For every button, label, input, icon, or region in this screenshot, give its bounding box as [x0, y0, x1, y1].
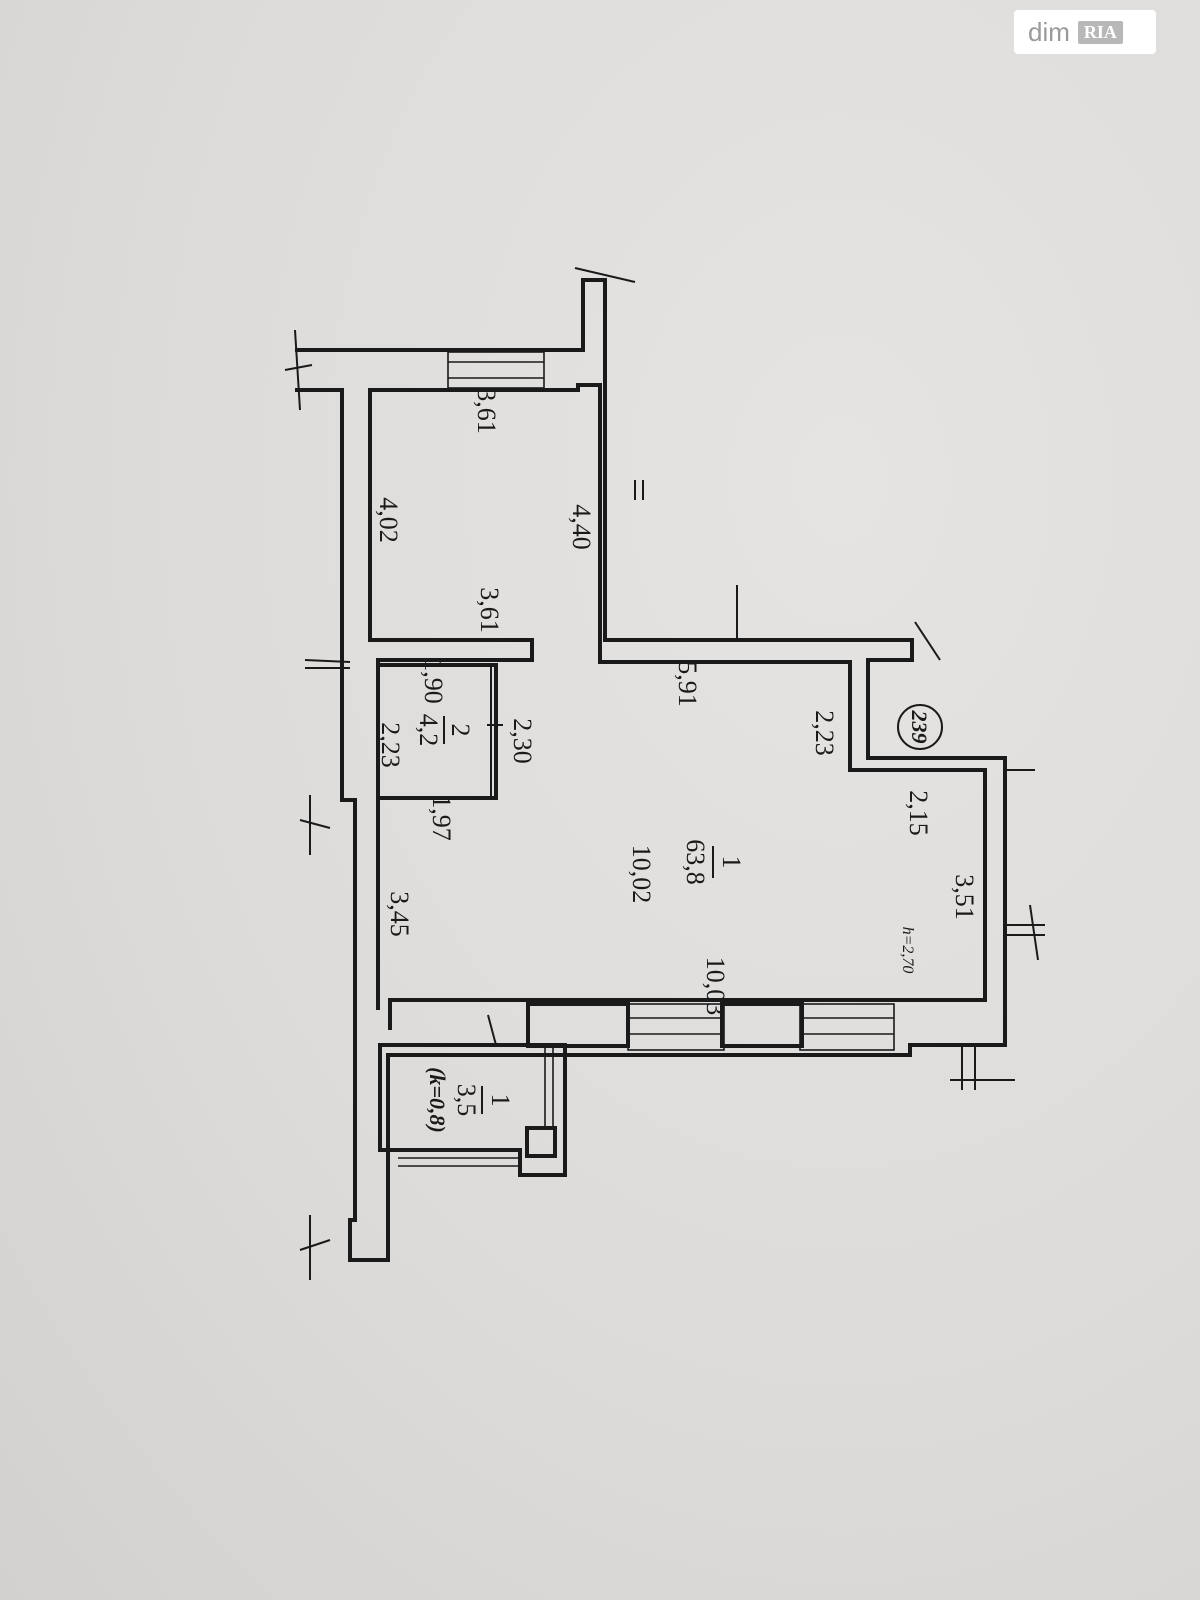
reference-circle	[897, 704, 943, 750]
room-2-label: 2 4,2	[414, 714, 475, 747]
dim-notch-height: 2,23	[810, 710, 839, 756]
dim-main-bottom-width: 10,03	[701, 957, 730, 1016]
watermark-brand-suffix: RIA	[1077, 20, 1123, 44]
dim-main-left-height: 3,45	[385, 891, 414, 937]
balcony-label: 1 3,5 (k=0,8)	[425, 1067, 515, 1133]
balcony-area: 3,5	[452, 1084, 481, 1117]
room-1-number: 1	[717, 856, 746, 869]
balcony-coefficient: (k=0,8)	[425, 1067, 450, 1133]
room-2-number: 2	[446, 724, 475, 737]
dim-main-top-width: 5,91	[673, 661, 702, 707]
dim-notch-width: 2,15	[904, 790, 933, 836]
dim-small-room-top: 1,90	[419, 658, 448, 704]
dimension-labels: 3,61 4,02 4,40 3,61 5,91 2,23 2,15 3,51 …	[374, 388, 979, 1015]
balcony-number: 1	[486, 1094, 515, 1107]
dim-top-room-right-height: 4,40	[567, 504, 596, 550]
dim-top-room-width-bottom: 3,61	[475, 587, 504, 633]
dim-top-room-left-height: 4,02	[374, 497, 403, 543]
circle-ref-label: 239	[907, 710, 932, 744]
small-room-2	[378, 663, 503, 800]
room-1-area: 63,8	[681, 839, 710, 885]
dimria-watermark: dim RIA	[1014, 10, 1156, 54]
outer-walls	[295, 278, 1007, 1262]
ceiling-height: h=2,70	[899, 927, 916, 974]
dim-top-room-width-top: 3,61	[472, 388, 501, 434]
dim-small-room-right: 2,30	[508, 718, 537, 764]
dim-small-room-left: 2,23	[376, 722, 405, 768]
dim-main-left-width: 10,02	[627, 845, 656, 904]
room-2-area: 4,2	[414, 714, 443, 747]
room-1-label: 1 63,8	[681, 839, 746, 885]
windows	[447, 351, 895, 1051]
watermark-brand: dim	[1028, 16, 1070, 47]
dim-main-right-height: 3,51	[950, 874, 979, 920]
break-marks	[284, 267, 1045, 1280]
dim-small-room-bottom: 1,97	[427, 795, 456, 841]
